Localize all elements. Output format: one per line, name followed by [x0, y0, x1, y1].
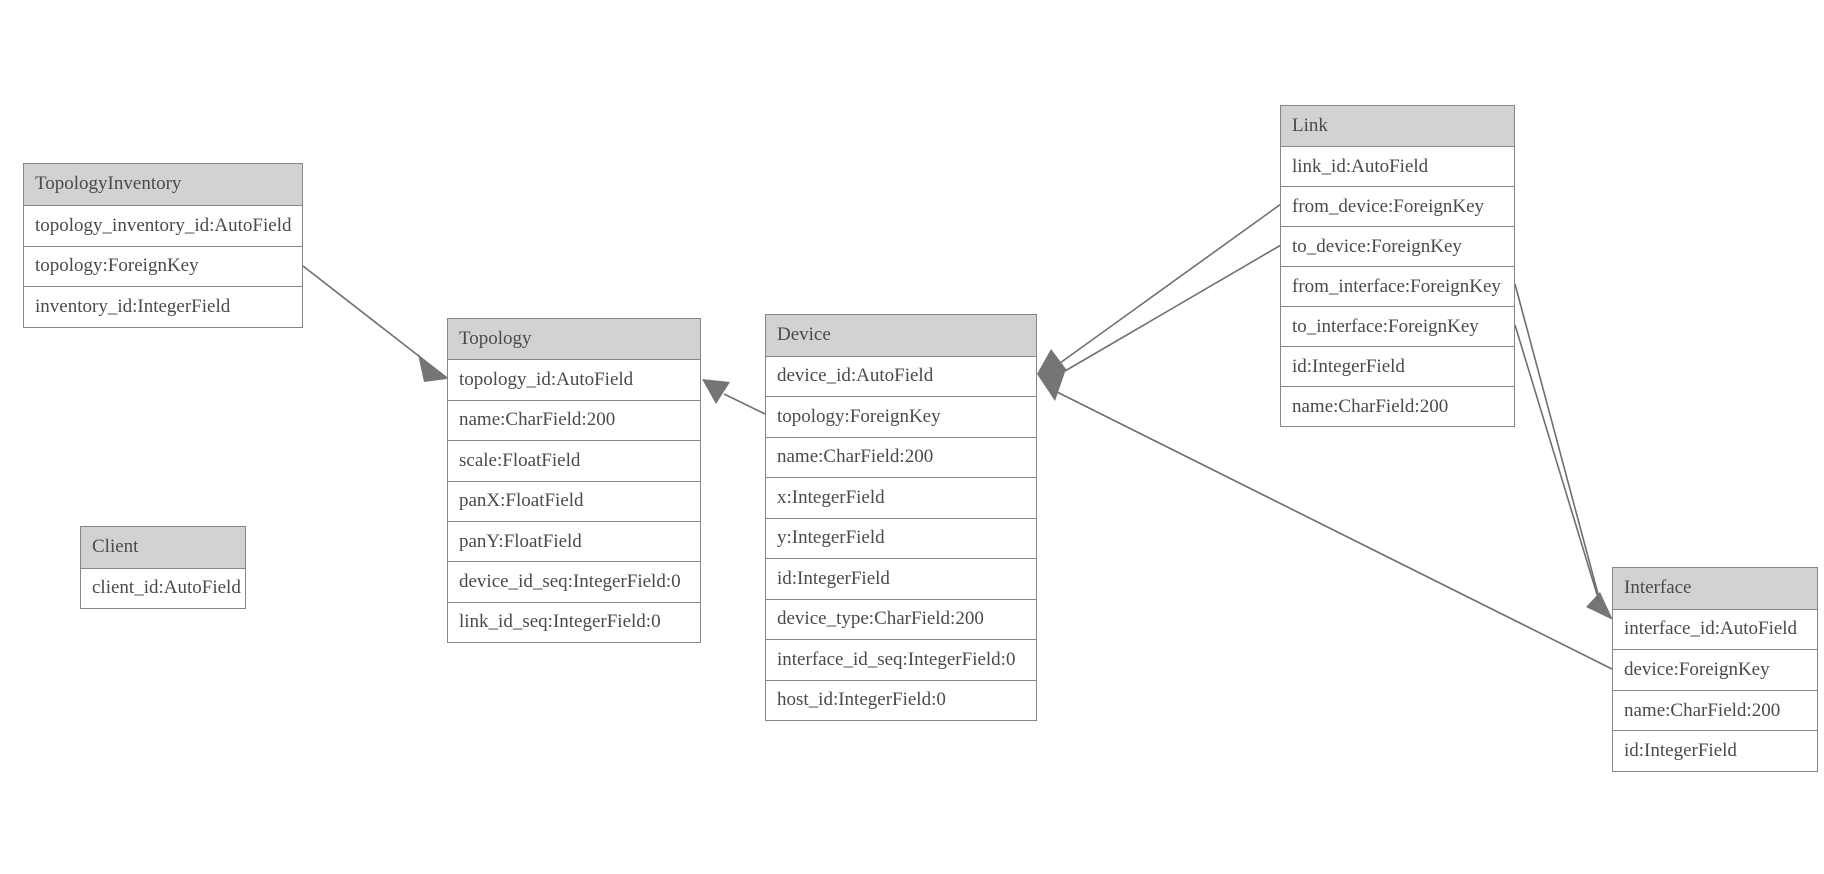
topologyinventory-topology-line	[302, 265, 448, 379]
link-from-interface-interface-line	[1514, 283, 1599, 595]
entity-field-row: panY:FloatField	[448, 520, 700, 562]
entity-field-row: link_id:AutoField	[1281, 146, 1514, 186]
entity-field-row: inventory_id:IntegerField	[24, 286, 302, 327]
entity-field-row: name:CharField:200	[766, 436, 1036, 477]
entity-field-row: client_id:AutoField	[81, 567, 245, 608]
entity-field-row: device_id:AutoField	[766, 355, 1036, 396]
entity-field-row: device_type:CharField:200	[766, 598, 1036, 639]
entity-field-row: name:CharField:200	[1281, 386, 1514, 426]
entity-title-topologyinventory: TopologyInventory	[24, 164, 302, 205]
entity-title-link: Link	[1281, 106, 1514, 146]
entity-title-topology: Topology	[448, 319, 700, 360]
device-topology-arrowhead-icon	[702, 379, 730, 404]
entity-title-device: Device	[766, 315, 1036, 356]
entity-field-row: topology:ForeignKey	[24, 245, 302, 287]
entity-field-row: id:IntegerField	[1281, 346, 1514, 386]
link-from-device-device-arrowhead-icon	[1037, 349, 1066, 401]
entity-field-row: to_interface:ForeignKey	[1281, 306, 1514, 346]
topologyinventory-topology-arrowhead-icon	[418, 354, 447, 382]
device-topology-line	[723, 393, 766, 415]
entity-field-row: name:CharField:200	[448, 399, 700, 441]
link-to-interface-interface-line	[1514, 324, 1600, 602]
entity-field-row: device_id_seq:IntegerField:0	[448, 561, 700, 602]
link-to-device-device-line	[1064, 244, 1282, 372]
entity-field-row: interface_id_seq:IntegerField:0	[766, 639, 1036, 680]
entity-field-row: topology:ForeignKey	[766, 396, 1036, 437]
link-from-device-device-line	[1059, 203, 1282, 364]
entity-field-row: to_device:ForeignKey	[1281, 226, 1514, 266]
interface-device-device-line	[1056, 391, 1613, 670]
entity-field-row: topology_id:AutoField	[448, 359, 700, 400]
entity-field-row: from_interface:ForeignKey	[1281, 266, 1514, 306]
entity-field-row: host_id:IntegerField:0	[766, 679, 1036, 720]
entity-title-client: Client	[81, 527, 245, 568]
entity-field-row: name:CharField:200	[1613, 689, 1817, 731]
entity-field-row: scale:FloatField	[448, 440, 700, 481]
entity-field-row: topology_inventory_id:AutoField	[24, 204, 302, 246]
entity-field-row: from_device:ForeignKey	[1281, 186, 1514, 226]
entity-field-row: x:IntegerField	[766, 477, 1036, 518]
entity-field-row: id:IntegerField	[766, 558, 1036, 599]
entity-field-row: link_id_seq:IntegerField:0	[448, 601, 700, 643]
entity-field-row: id:IntegerField	[1613, 730, 1817, 771]
link-from-interface-interface-arrowhead-icon	[1586, 592, 1613, 620]
entity-field-row: panX:FloatField	[448, 480, 700, 521]
entity-field-row: y:IntegerField	[766, 517, 1036, 558]
entity-field-row: interface_id:AutoField	[1613, 608, 1817, 650]
entity-field-row: device:ForeignKey	[1613, 649, 1817, 690]
entity-title-interface: Interface	[1613, 568, 1817, 609]
